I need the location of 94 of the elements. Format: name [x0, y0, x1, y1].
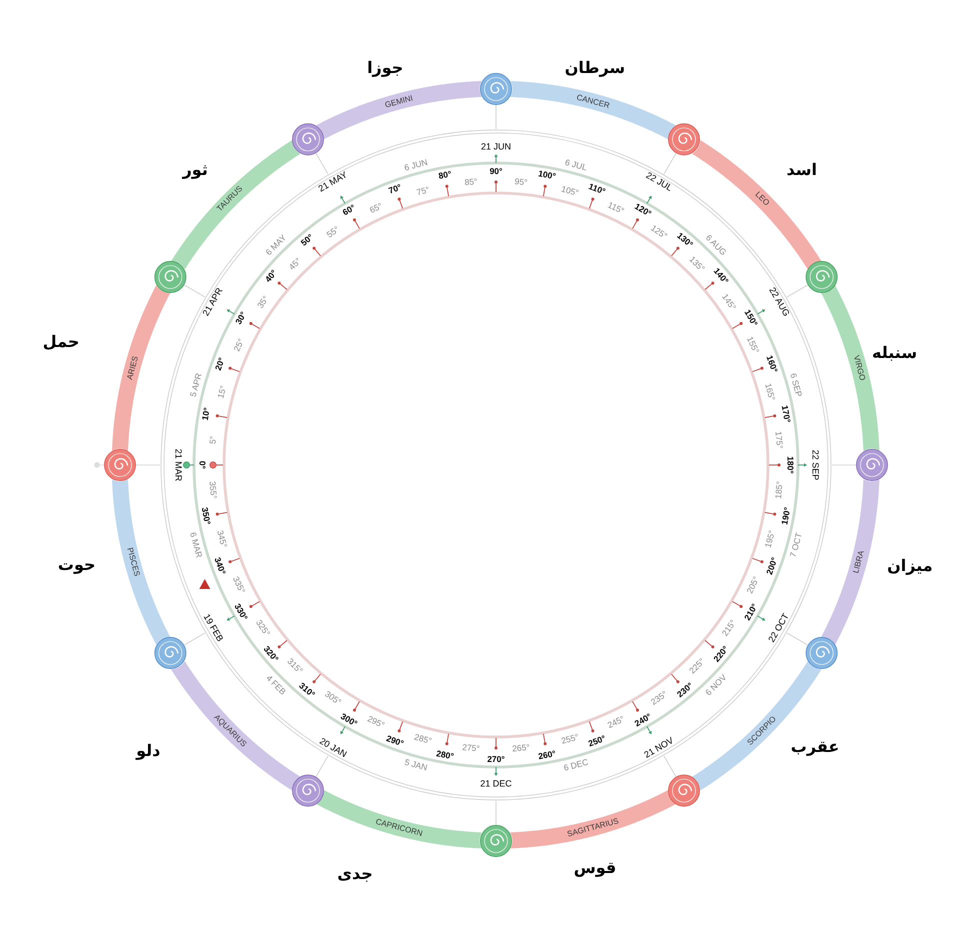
- degree-label: 185°: [774, 480, 784, 499]
- date-label: 6 MAR: [188, 532, 204, 560]
- sign-name: سرطان: [564, 60, 626, 76]
- zodiac-band: CANCER: [510, 81, 676, 140]
- date-label: 6 JUL: [564, 158, 588, 172]
- degree-label: 165°: [764, 382, 777, 402]
- degree-label: 75°: [415, 184, 430, 196]
- degree-label: 125°: [649, 224, 669, 241]
- degree-label: 295°: [366, 714, 386, 730]
- degree-label: 0°: [198, 460, 206, 470]
- degree-label: 55°: [325, 225, 341, 240]
- date-label: 22 JUL: [644, 171, 674, 194]
- zodiac-band: GEMINI: [316, 81, 482, 140]
- date-label: 6 JUN: [403, 157, 428, 172]
- degree-label: 70°: [388, 182, 403, 195]
- degree-label: 235°: [649, 689, 669, 706]
- sign-name: حمل: [42, 334, 80, 350]
- date-label: 5 APR: [188, 372, 203, 398]
- degree-label: 95°: [514, 177, 528, 187]
- degree-label: 240°: [633, 712, 653, 728]
- date-label: 21 MAR: [173, 448, 182, 482]
- date-label: 5 JAN: [403, 758, 428, 772]
- degree-label: 15°: [216, 384, 228, 399]
- degree-label: 355°: [208, 480, 218, 499]
- degree-label: 260°: [538, 748, 556, 760]
- date-label: 20 JAN: [318, 736, 348, 760]
- degree-label: 100°: [538, 170, 556, 182]
- sign-name: حوت: [58, 556, 96, 573]
- degree-label: 130°: [676, 230, 694, 249]
- date-label: 21 NOV: [643, 736, 676, 760]
- sign-name: جوزا: [367, 60, 404, 76]
- degree-label: 10°: [201, 406, 212, 421]
- date-label: 22 SEP: [810, 450, 819, 480]
- sign-name: قوس: [574, 860, 616, 876]
- sign-name: دلو: [136, 742, 160, 759]
- zodiac-band: PISCES: [112, 478, 171, 645]
- degree-label: 65°: [368, 201, 384, 214]
- degree-label: 340°: [212, 556, 227, 576]
- degree-label: 180°: [786, 456, 794, 474]
- degree-label: 310°: [298, 681, 316, 700]
- degree-label: 60°: [341, 203, 357, 218]
- degree-label: 120°: [633, 202, 653, 218]
- degree-label: 190°: [780, 506, 792, 526]
- degree-label: 155°: [746, 335, 761, 355]
- sign-name: جدی: [337, 866, 373, 882]
- degree-label: 345°: [215, 528, 228, 548]
- degree-label: 335°: [231, 575, 246, 595]
- degree-label: 170°: [780, 404, 792, 424]
- degree-label: 200°: [765, 556, 780, 576]
- date-label: 21 JUN: [481, 142, 511, 151]
- degree-label: 195°: [764, 528, 777, 548]
- degree-label: 110°: [587, 182, 606, 196]
- degree-label: 30°: [234, 310, 248, 326]
- degree-label: 25°: [232, 337, 246, 353]
- degree-label: 80°: [438, 170, 452, 181]
- sign-name: ثور: [182, 162, 208, 178]
- date-label: 6 SEP: [789, 372, 804, 398]
- degree-label: 45°: [288, 256, 303, 272]
- degree-label: 175°: [774, 431, 784, 450]
- degree-label: 280°: [436, 748, 454, 760]
- degree-label: 35°: [256, 294, 271, 310]
- date-label: 21 MAY: [316, 170, 349, 194]
- zodiac-band: LIBRA: [821, 478, 880, 645]
- degree-label: 5°: [208, 436, 218, 445]
- degree-label: 245°: [606, 714, 626, 730]
- degree-label: 105°: [560, 184, 580, 198]
- degree-label: 115°: [606, 200, 626, 216]
- degree-label: 20°: [214, 356, 226, 372]
- degree-label: 40°: [263, 268, 278, 284]
- degree-label: 265°: [512, 742, 530, 753]
- degree-label: 50°: [299, 232, 315, 248]
- degree-label: 285°: [412, 732, 432, 746]
- degree-label: 275°: [462, 742, 480, 753]
- sign-name: اسد: [786, 162, 817, 178]
- date-label: 21 DEC: [480, 779, 512, 788]
- degree-label: 255°: [560, 732, 580, 746]
- degree-label: 250°: [586, 734, 606, 748]
- degree-label: 305°: [323, 689, 343, 706]
- degree-label: 325°: [254, 618, 272, 638]
- degree-label: 145°: [720, 292, 738, 312]
- degree-label: 350°: [200, 506, 212, 526]
- zodiac-band: ARIES: [112, 285, 171, 452]
- degree-label: 300°: [339, 712, 359, 728]
- degree-label: 140°: [712, 266, 730, 286]
- degree-label: 290°: [386, 734, 406, 748]
- degree-label: 160°: [765, 354, 780, 374]
- degree-label: 85°: [464, 177, 478, 187]
- degree-label: 205°: [746, 575, 761, 595]
- sign-name: میزان: [887, 558, 933, 574]
- degree-label: 90°: [490, 166, 502, 176]
- date-label: 7 OCT: [789, 532, 804, 559]
- degree-label: 320°: [262, 644, 280, 664]
- date-label: 6 DEC: [563, 758, 590, 773]
- degree-label: 270°: [487, 754, 505, 764]
